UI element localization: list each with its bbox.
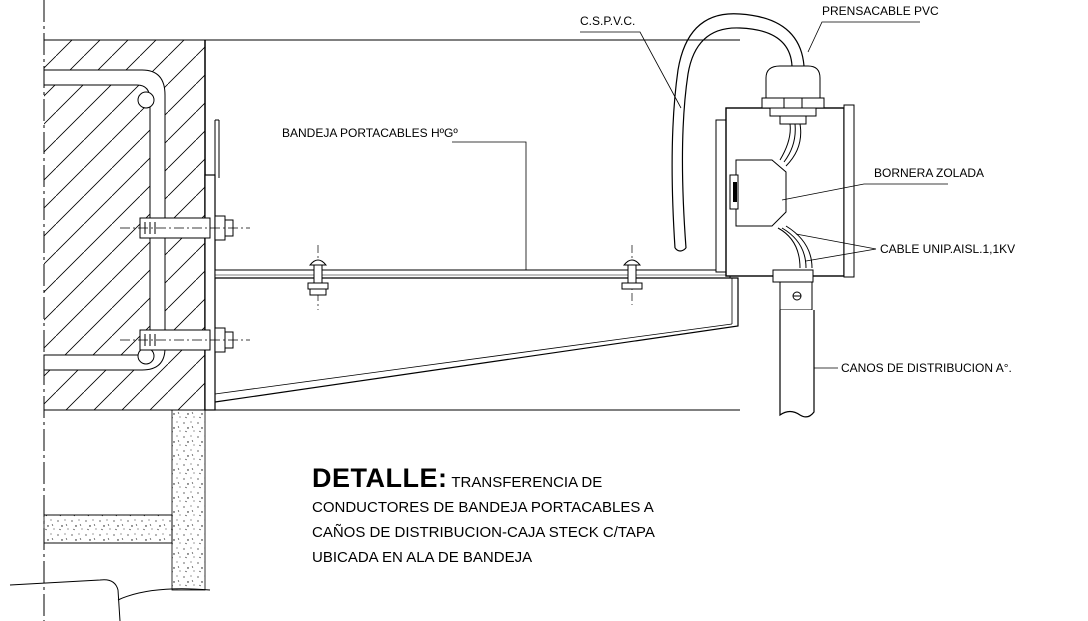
cable-gland [761,65,825,125]
label-canos: CANOS DE DISTRIBUCION A°. [841,361,1012,375]
distribution-pipe [772,269,815,418]
internal-wires [777,123,813,269]
anchor-bolt-top [120,215,250,241]
label-prensacable: PRENSACABLE PVC [822,4,939,18]
caption-line-3: CAÑOS DE DISTRIBUCION-CAJA STECK C/TAPA [312,524,655,541]
detail-caption: DETALLE: TRANSFERENCIA DE CONDUCTORES DE… [312,463,832,570]
label-cable: CABLE UNIP.AISL.1,1KV [880,242,1016,256]
caption-line-4: UBICADA EN ALA DE BANDEJA [312,549,533,566]
masonry-below [9,409,211,621]
label-bornera: BORNERA ZOLADA [874,166,985,180]
terminal-block [729,159,787,227]
label-bandeja: BANDEJA PORTACABLES HºGº [282,126,458,140]
caption-heading: DETALLE: [312,463,448,493]
cable-tray [214,269,731,279]
caption-line-1: TRANSFERENCIA DE [451,474,603,491]
support-bracket [214,277,739,403]
caption-line-2: CONDUCTORES DE BANDEJA PORTACABLES A [312,499,654,516]
label-cspvc: C.S.P.V.C. [580,14,636,28]
mounting-plate [204,119,220,411]
tray-bolt-left [307,245,329,310]
pvc-conduit [671,13,805,252]
anchor-bolt-bottom [120,327,250,353]
leader-lines [452,21,948,369]
tray-bolt-right [621,245,643,305]
